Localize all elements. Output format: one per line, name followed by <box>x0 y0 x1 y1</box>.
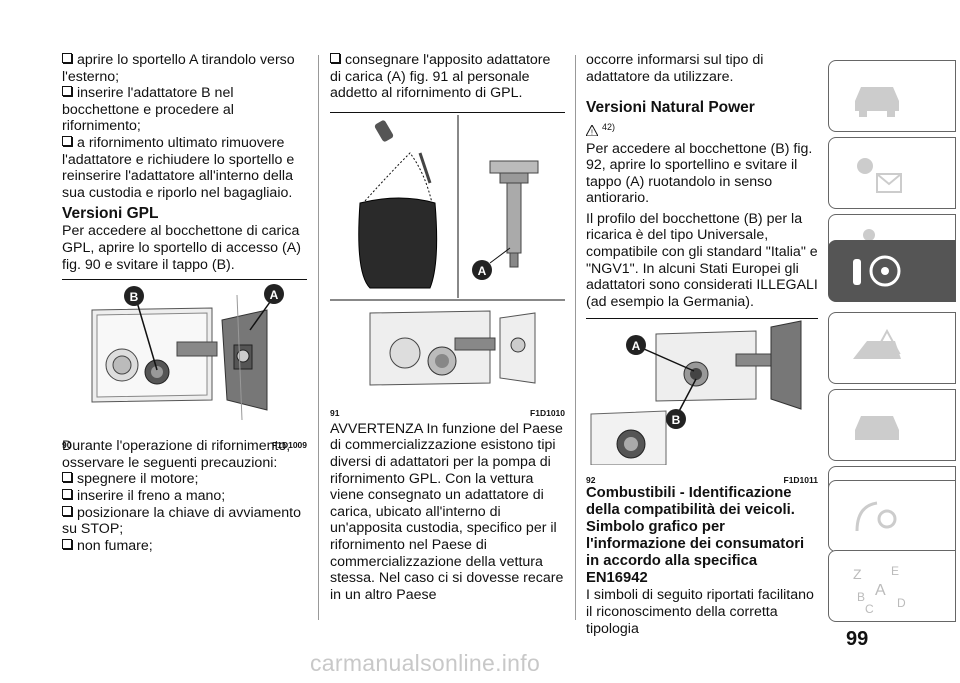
column-1: aprire lo sportello A tirandolo verso l'… <box>62 52 307 554</box>
multimedia-icon <box>855 501 897 532</box>
svg-text:!: ! <box>591 129 593 136</box>
figure-code: F1D1010 <box>530 408 565 419</box>
car-icon <box>855 87 899 117</box>
warning-triangle-icon: ! <box>585 123 599 137</box>
callout-a <box>472 259 492 280</box>
figure-number: 91 <box>330 408 340 419</box>
checkbox-bullet-icon <box>62 488 72 499</box>
callout-a-label: A <box>632 339 641 353</box>
callout-b <box>666 409 686 430</box>
checkbox-bullet-icon <box>62 53 72 63</box>
tab-multimedia[interactable] <box>828 480 956 552</box>
figure-caption: 91 F1D1010 <box>330 405 565 422</box>
paragraph: Per accedere al bocchettone di carica GP… <box>62 223 301 273</box>
section-heading-natural-power: Versioni Natural Power <box>586 99 755 117</box>
svg-text:A: A <box>875 582 886 599</box>
checkbox-bullet-icon <box>62 86 72 97</box>
callout-b-label: B <box>672 413 681 427</box>
index-letters-icon: Z E B A C D <box>853 564 906 615</box>
svg-text:E: E <box>891 564 899 578</box>
column-divider <box>575 55 576 620</box>
figure-caption: 90 F1D1009 <box>62 437 307 454</box>
tab-warnings[interactable] <box>828 137 956 209</box>
callout-b-label: B <box>130 290 139 304</box>
callout-a-label: A <box>270 288 279 302</box>
figure-number: 90 <box>62 439 72 450</box>
checkbox-bullet-icon <box>62 538 72 549</box>
bullet-item: aprire lo sportello A tirandolo verso l'… <box>62 52 295 85</box>
bullet-item: spegnere il motore; <box>62 471 307 488</box>
checkbox-bullet-icon <box>62 505 72 516</box>
callout-a-label: A <box>478 264 487 278</box>
section-heading-gpl: Versioni GPL <box>62 205 159 223</box>
column-2: consegnare l'apposito adattatore di cari… <box>330 52 565 603</box>
fuel-door-natural-power-illustration: A B <box>590 320 802 466</box>
key-steering-icon <box>853 255 901 287</box>
figure-caption: 92 F1D1011 <box>586 472 818 489</box>
callout-a <box>264 284 284 305</box>
gpl-adapter-illustration: A <box>330 114 565 386</box>
tab-car[interactable] <box>828 60 956 132</box>
bullet-item: inserire l'adattatore B nel bocchettone … <box>62 85 234 135</box>
fuel-door-gpl-illustration: B A <box>91 284 284 421</box>
svg-text:D: D <box>897 596 906 610</box>
column-3: occorre informarsi sul tipo di adattator… <box>585 52 818 637</box>
figure-code: F1D1011 <box>783 475 819 486</box>
bullet-item: inserire il freno a mano; <box>62 488 307 505</box>
breakdown-triangle-icon <box>853 328 901 359</box>
tab-emergency[interactable] <box>828 312 956 384</box>
page-number: 99 <box>846 628 869 650</box>
svg-text:Z: Z <box>853 566 862 582</box>
paragraph-avvertenza: AVVERTENZA In funzione del Paese di comm… <box>330 420 564 603</box>
column-divider <box>318 55 319 620</box>
tab-index[interactable]: Z E B A C D <box>828 550 956 622</box>
figure-number: 92 <box>586 475 596 486</box>
paragraph: Durante l'operazione di rifornimento, os… <box>62 438 291 471</box>
paragraph: Per accedere al bocchettone (B) fig. 92,… <box>586 140 813 207</box>
bullet-item: non fumare; <box>62 538 307 555</box>
callout-a <box>626 335 646 356</box>
checkbox-bullet-icon <box>62 135 72 146</box>
checkbox-bullet-icon <box>62 472 72 483</box>
paragraph: occorre informarsi sul tipo di adattator… <box>586 52 764 85</box>
sun-warning-icon <box>857 158 902 193</box>
tab-starting-driving[interactable] <box>828 240 956 302</box>
figure-91: A 91 F1D1010 <box>330 111 565 418</box>
paragraph: I simboli di seguito riportati facilitan… <box>586 587 814 637</box>
section-heading-combustibili: Combustibili - Identificazione della com… <box>586 485 805 587</box>
tab-maintenance[interactable] <box>828 389 956 461</box>
checkbox-bullet-icon <box>330 53 340 63</box>
car-service-icon <box>855 416 899 440</box>
svg-text:C: C <box>865 602 874 615</box>
paragraph: Il profilo del bocchettone (B) per la ri… <box>586 210 818 310</box>
bullet-item: consegnare l'apposito adattatore di cari… <box>330 52 551 102</box>
figure-92: A B 92 F1D1011 <box>586 318 818 485</box>
svg-text:B: B <box>857 590 865 604</box>
figure-code: F1D1009 <box>272 439 307 450</box>
callout-b <box>124 286 144 307</box>
figure-90: B A 90 F1D1009 <box>62 279 307 450</box>
watermark: carmanualsonline.info <box>310 650 541 676</box>
bullet-item: a rifornimento ultimato rimuovere l'adat… <box>62 134 295 201</box>
bullet-item: posizionare la chiave di avviamento su S… <box>62 504 301 538</box>
warning-reference: ! 42) <box>585 119 818 140</box>
